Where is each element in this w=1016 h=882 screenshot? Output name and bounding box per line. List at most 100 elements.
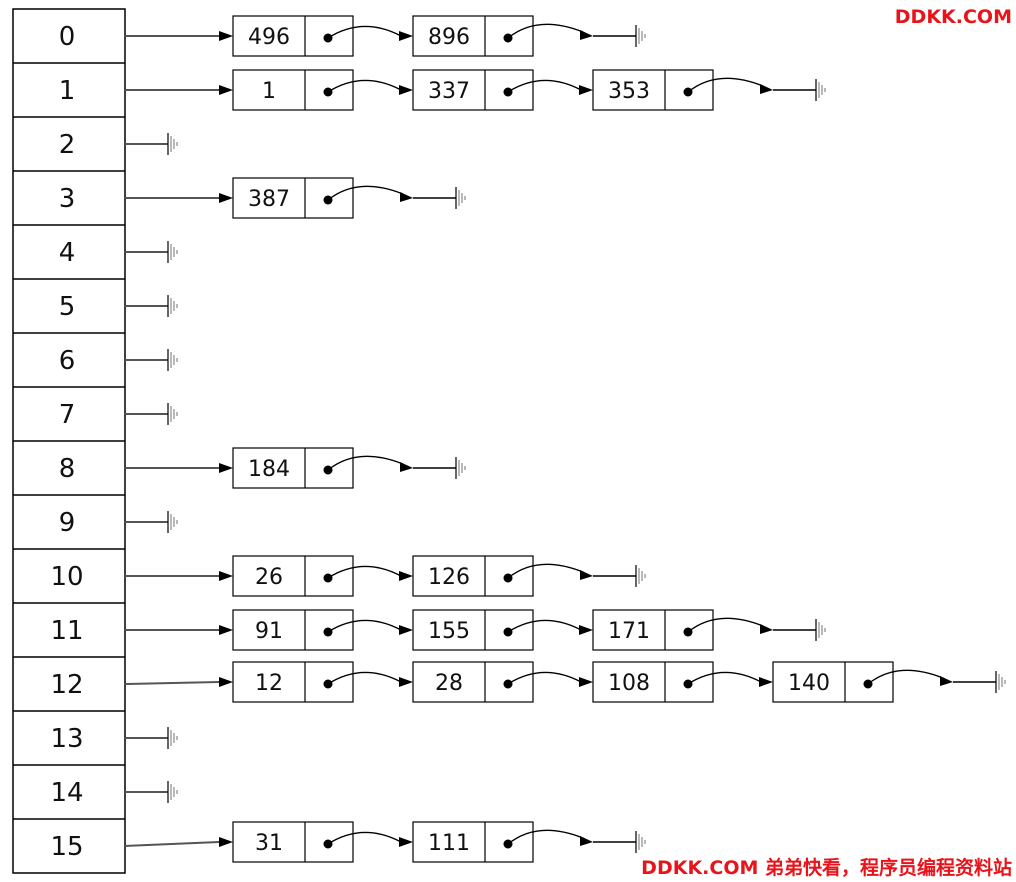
bucket-chain [125, 403, 178, 425]
node-value: 1 [262, 79, 276, 104]
bucket-index: 14 [50, 778, 83, 808]
bucket-chain [125, 727, 178, 749]
arrowhead-icon [400, 192, 413, 202]
bucket-row: 7 [13, 386, 125, 430]
bucket-pointer-line [124, 681, 220, 685]
node-value: 353 [608, 79, 650, 104]
list-node: 171 [592, 609, 826, 651]
node-value: 496 [248, 25, 290, 50]
bucket-row: 15 [13, 818, 125, 862]
bucket-index: 6 [59, 346, 76, 376]
node-box [412, 69, 534, 111]
list-node: 155 [412, 609, 593, 651]
arrowhead-icon [219, 85, 233, 95]
list-node: 184 [232, 447, 466, 489]
list-node: 140 [772, 661, 1006, 703]
null-terminator-icon [815, 79, 826, 101]
bucket-pointer-line [124, 841, 220, 847]
null-terminator-icon [167, 241, 178, 263]
node-value: 387 [248, 187, 290, 212]
bucket-index: 1 [59, 76, 76, 106]
bucket-row: 13 [13, 710, 125, 754]
arrowhead-icon [399, 625, 413, 635]
bucket-chain: 387 [125, 177, 466, 219]
node-box [412, 821, 534, 863]
arrowhead-icon [399, 677, 413, 687]
bucket-index: 2 [59, 130, 76, 160]
bucket-row: 4 [13, 224, 125, 268]
list-node: 91 [232, 609, 413, 651]
null-terminator-icon [635, 565, 646, 587]
node-value: 126 [428, 565, 470, 590]
bucket-row: 8 [13, 440, 125, 484]
bucket-chain: 184 [125, 447, 466, 489]
bucket-index: 9 [59, 508, 76, 538]
bucket-index: 13 [50, 724, 83, 754]
bucket-row: 10 [13, 548, 125, 592]
bucket-row: 6 [13, 332, 125, 376]
node-box [592, 69, 714, 111]
bucket-row: 0 [59, 22, 76, 52]
bucket-chain [125, 295, 178, 317]
next-pointer-curve [507, 829, 584, 845]
arrowhead-icon [219, 625, 233, 635]
next-pointer-curve [507, 619, 582, 633]
next-pointer-curve [687, 671, 762, 685]
null-terminator-icon [995, 671, 1006, 693]
arrowhead-icon [759, 677, 773, 687]
arrowhead-icon [219, 677, 233, 687]
node-value: 111 [428, 831, 470, 856]
list-node: 12 [232, 661, 413, 703]
next-pointer-curve [327, 619, 402, 633]
next-pointer-curve [507, 671, 582, 685]
next-pointer-curve [327, 185, 404, 201]
node-box [232, 661, 354, 703]
node-value: 26 [255, 565, 283, 590]
next-pointer-curve [327, 565, 402, 579]
next-pointer-curve [507, 563, 584, 579]
node-box [232, 609, 354, 651]
next-pointer-curve [327, 671, 402, 685]
list-node: 353 [592, 69, 826, 111]
node-box [412, 555, 534, 597]
node-value: 171 [608, 619, 650, 644]
node-box [232, 15, 354, 57]
bucket-row: 9 [13, 494, 125, 538]
node-box [772, 661, 894, 703]
node-box [232, 555, 354, 597]
list-node: 26 [232, 555, 413, 597]
null-terminator-icon [167, 727, 178, 749]
node-box [412, 15, 534, 57]
null-terminator-icon [167, 403, 178, 425]
arrowhead-icon [399, 837, 413, 847]
null-terminator-icon [635, 25, 646, 47]
bucket-index: 0 [59, 22, 76, 52]
next-pointer-curve [867, 669, 944, 685]
null-terminator-icon [455, 457, 466, 479]
null-terminator-icon [167, 349, 178, 371]
list-node: 111 [412, 821, 646, 863]
node-value: 337 [428, 79, 470, 104]
arrowhead-icon [579, 625, 593, 635]
bucket-index: 8 [59, 454, 76, 484]
list-node: 28 [412, 661, 593, 703]
arrowhead-icon [579, 85, 593, 95]
null-terminator-icon [455, 187, 466, 209]
watermark-bottom: DDKK.COM 弟弟快看，程序员编程资料站 [641, 857, 1012, 879]
node-value: 28 [435, 671, 463, 696]
arrowhead-icon [580, 30, 593, 40]
bucket-chain [125, 241, 178, 263]
node-box [412, 661, 534, 703]
node-box [232, 447, 354, 489]
bucket-chain [125, 349, 178, 371]
arrowhead-icon [399, 85, 413, 95]
bucket-index: 4 [59, 238, 76, 268]
next-pointer-curve [507, 79, 582, 93]
bucket-row: 12 [13, 656, 125, 700]
next-pointer-curve [327, 455, 404, 471]
bucket-chain [125, 781, 178, 803]
bucket-row: 11 [13, 602, 125, 646]
